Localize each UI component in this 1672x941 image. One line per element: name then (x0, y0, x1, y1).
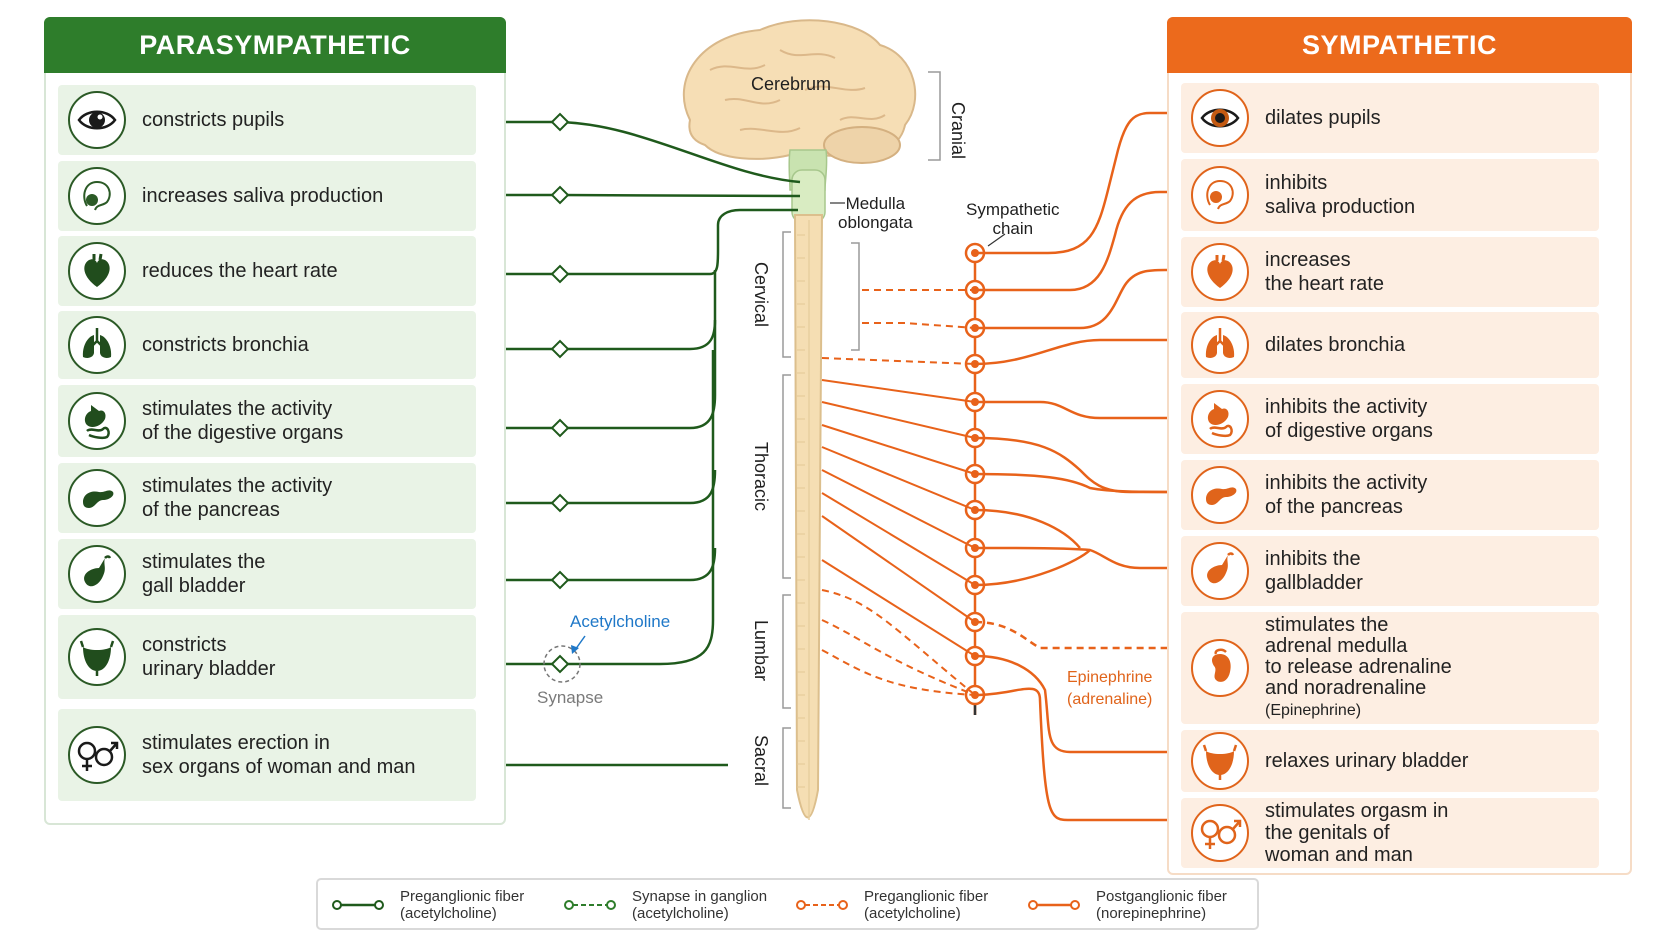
para-item-text: reduces the heart rate (142, 260, 338, 282)
symp-item-text: inhibits saliva production (1265, 172, 1416, 218)
orange-solid-line-icon (1028, 900, 1080, 910)
symp-item-text: inhibits the activity of digestive organ… (1265, 396, 1433, 442)
legend-text: Preganglionic fiber (acetylcholine) (400, 888, 525, 922)
heart-icon (68, 242, 126, 300)
legend-item-green-dashed: Synapse in ganglion (acetylcholine) (564, 887, 767, 923)
acetylcholine-label: Acetylcholine (570, 612, 671, 631)
region-brackets (782, 71, 941, 809)
cranial-label: Cranial (948, 102, 968, 160)
symp-item-text: relaxes urinary bladder (1265, 750, 1469, 772)
cerebrum-label: Cerebrum (751, 74, 832, 94)
para-item-heart: reduces the heart rate (58, 236, 476, 306)
para-item-text: increases saliva production (142, 185, 384, 207)
gender-symbols-icon (1191, 804, 1249, 862)
symp-item-bronchia: dilates bronchia (1181, 312, 1599, 378)
symp-item-gallbladder: inhibits the gallbladder (1181, 536, 1599, 606)
symp-item-adrenal: stimulates the adrenal medulla to releas… (1181, 612, 1599, 724)
urinary-bladder-icon (1191, 732, 1249, 790)
brain-illustration (682, 19, 917, 223)
symp-item-pupils: dilates pupils (1181, 83, 1599, 153)
spinal-cord (793, 214, 824, 820)
lumbar-label: Lumbar (751, 620, 771, 682)
para-item-gallbladder: stimulates the gall bladder (58, 539, 476, 609)
symp-item-text: dilates bronchia (1265, 334, 1406, 356)
lungs-icon (1191, 316, 1249, 374)
symp-item-text: increases the heart rate (1265, 249, 1384, 295)
para-item-bronchia: constricts bronchia (58, 311, 476, 379)
gallbladder-icon (68, 545, 126, 603)
symp-item-pancreas: inhibits the activity of the pancreas (1181, 460, 1599, 530)
sacral-label: Sacral (751, 735, 771, 787)
legend-item-orange-solid: Postganglionic fiber (norepinephrine) (1028, 887, 1227, 923)
symp-item-text: stimulates the adrenal medulla to releas… (1265, 615, 1452, 721)
parasympathetic-ganglia (550, 112, 570, 674)
para-item-text: stimulates the gall bladder (142, 551, 266, 597)
green-solid-line-icon (332, 900, 384, 910)
para-item-saliva: increases saliva production (58, 161, 476, 231)
gallbladder-icon (1191, 542, 1249, 600)
synapse-label: Synapse (537, 688, 604, 707)
symp-item-saliva: inhibits saliva production (1181, 159, 1599, 231)
adrenal-gland-icon (1191, 639, 1249, 697)
symp-adrenal-note: (Epinephrine) (1265, 702, 1362, 719)
pancreas-icon (68, 469, 126, 527)
stomach-icon (1191, 390, 1249, 448)
epinephrine-label: Epinephrine (adrenaline) (1067, 669, 1153, 708)
para-item-text: constricts bronchia (142, 334, 309, 356)
sympathetic-chain-label: Sympathetic chain (966, 200, 1060, 238)
heart-icon (1191, 243, 1249, 301)
legend-item-orange-dashed: Preganglionic fiber (acetylcholine) (796, 887, 988, 923)
para-item-text: stimulates erection in sex organs of wom… (142, 732, 416, 778)
parasympathetic-title: PARASYMPATHETIC (44, 17, 506, 73)
legend-text: Postganglionic fiber (norepinephrine) (1096, 888, 1227, 922)
para-item-pancreas: stimulates the activity of the pancreas (58, 463, 476, 533)
legend-item-green-solid: Preganglionic fiber (acetylcholine) (332, 887, 524, 923)
symp-item-text: inhibits the activity of the pancreas (1265, 472, 1428, 518)
stomach-icon (68, 392, 126, 450)
para-item-text: stimulates the activity of the pancreas (142, 475, 333, 521)
para-item-urinary-bladder: constricts urinary bladder (58, 615, 476, 699)
para-item-text: constricts urinary bladder (142, 634, 276, 680)
legend: Preganglionic fiber (acetylcholine) Syna… (316, 878, 1259, 930)
pancreas-icon (1191, 466, 1249, 524)
para-item-text: stimulates the activity of the digestive… (142, 398, 344, 444)
sympathetic-chain (964, 242, 986, 715)
medulla-label: Medulla oblongata (838, 194, 913, 232)
parasympathetic-panel: PARASYMPATHETIC constricts pupils increa… (44, 17, 506, 825)
lungs-icon (68, 316, 126, 374)
sympathetic-preganglionic (821, 289, 976, 696)
eye-icon (68, 91, 126, 149)
symp-item-text: dilates pupils (1265, 107, 1381, 129)
thoracic-label: Thoracic (751, 442, 771, 512)
symp-item-digestive: inhibits the activity of digestive organ… (1181, 384, 1599, 454)
symp-item-urinary-bladder: relaxes urinary bladder (1181, 730, 1599, 792)
cervical-label: Cervical (751, 262, 771, 328)
legend-text: Synapse in ganglion (acetylcholine) (632, 888, 768, 922)
symp-adrenal-text: stimulates the adrenal medulla to releas… (1265, 614, 1452, 699)
symp-item-heart: increases the heart rate (1181, 237, 1599, 307)
legend-text: Preganglionic fiber (acetylcholine) (864, 888, 989, 922)
para-item-text: constricts pupils (142, 109, 285, 131)
symp-item-genitals: stimulates orgasm in the genitals of wom… (1181, 798, 1599, 868)
sympathetic-postganglionic (974, 111, 1191, 822)
urinary-bladder-icon (68, 628, 126, 686)
sympathetic-panel: SYMPATHETIC dilates pupils inhibits sali… (1167, 17, 1632, 875)
symp-item-text: stimulates orgasm in the genitals of wom… (1265, 800, 1449, 866)
salivary-gland-icon (68, 167, 126, 225)
gender-symbols-icon (68, 726, 126, 784)
para-item-pupils: constricts pupils (58, 85, 476, 155)
orange-dashed-line-icon (796, 900, 848, 910)
para-item-sex-organs: stimulates erection in sex organs of wom… (58, 709, 476, 801)
symp-item-text: inhibits the gallbladder (1265, 548, 1363, 594)
para-item-digestive: stimulates the activity of the digestive… (58, 385, 476, 457)
green-dashed-line-icon (564, 900, 616, 910)
sympathetic-title: SYMPATHETIC (1167, 17, 1632, 73)
salivary-gland-icon (1191, 166, 1249, 224)
eye-icon (1191, 89, 1249, 147)
